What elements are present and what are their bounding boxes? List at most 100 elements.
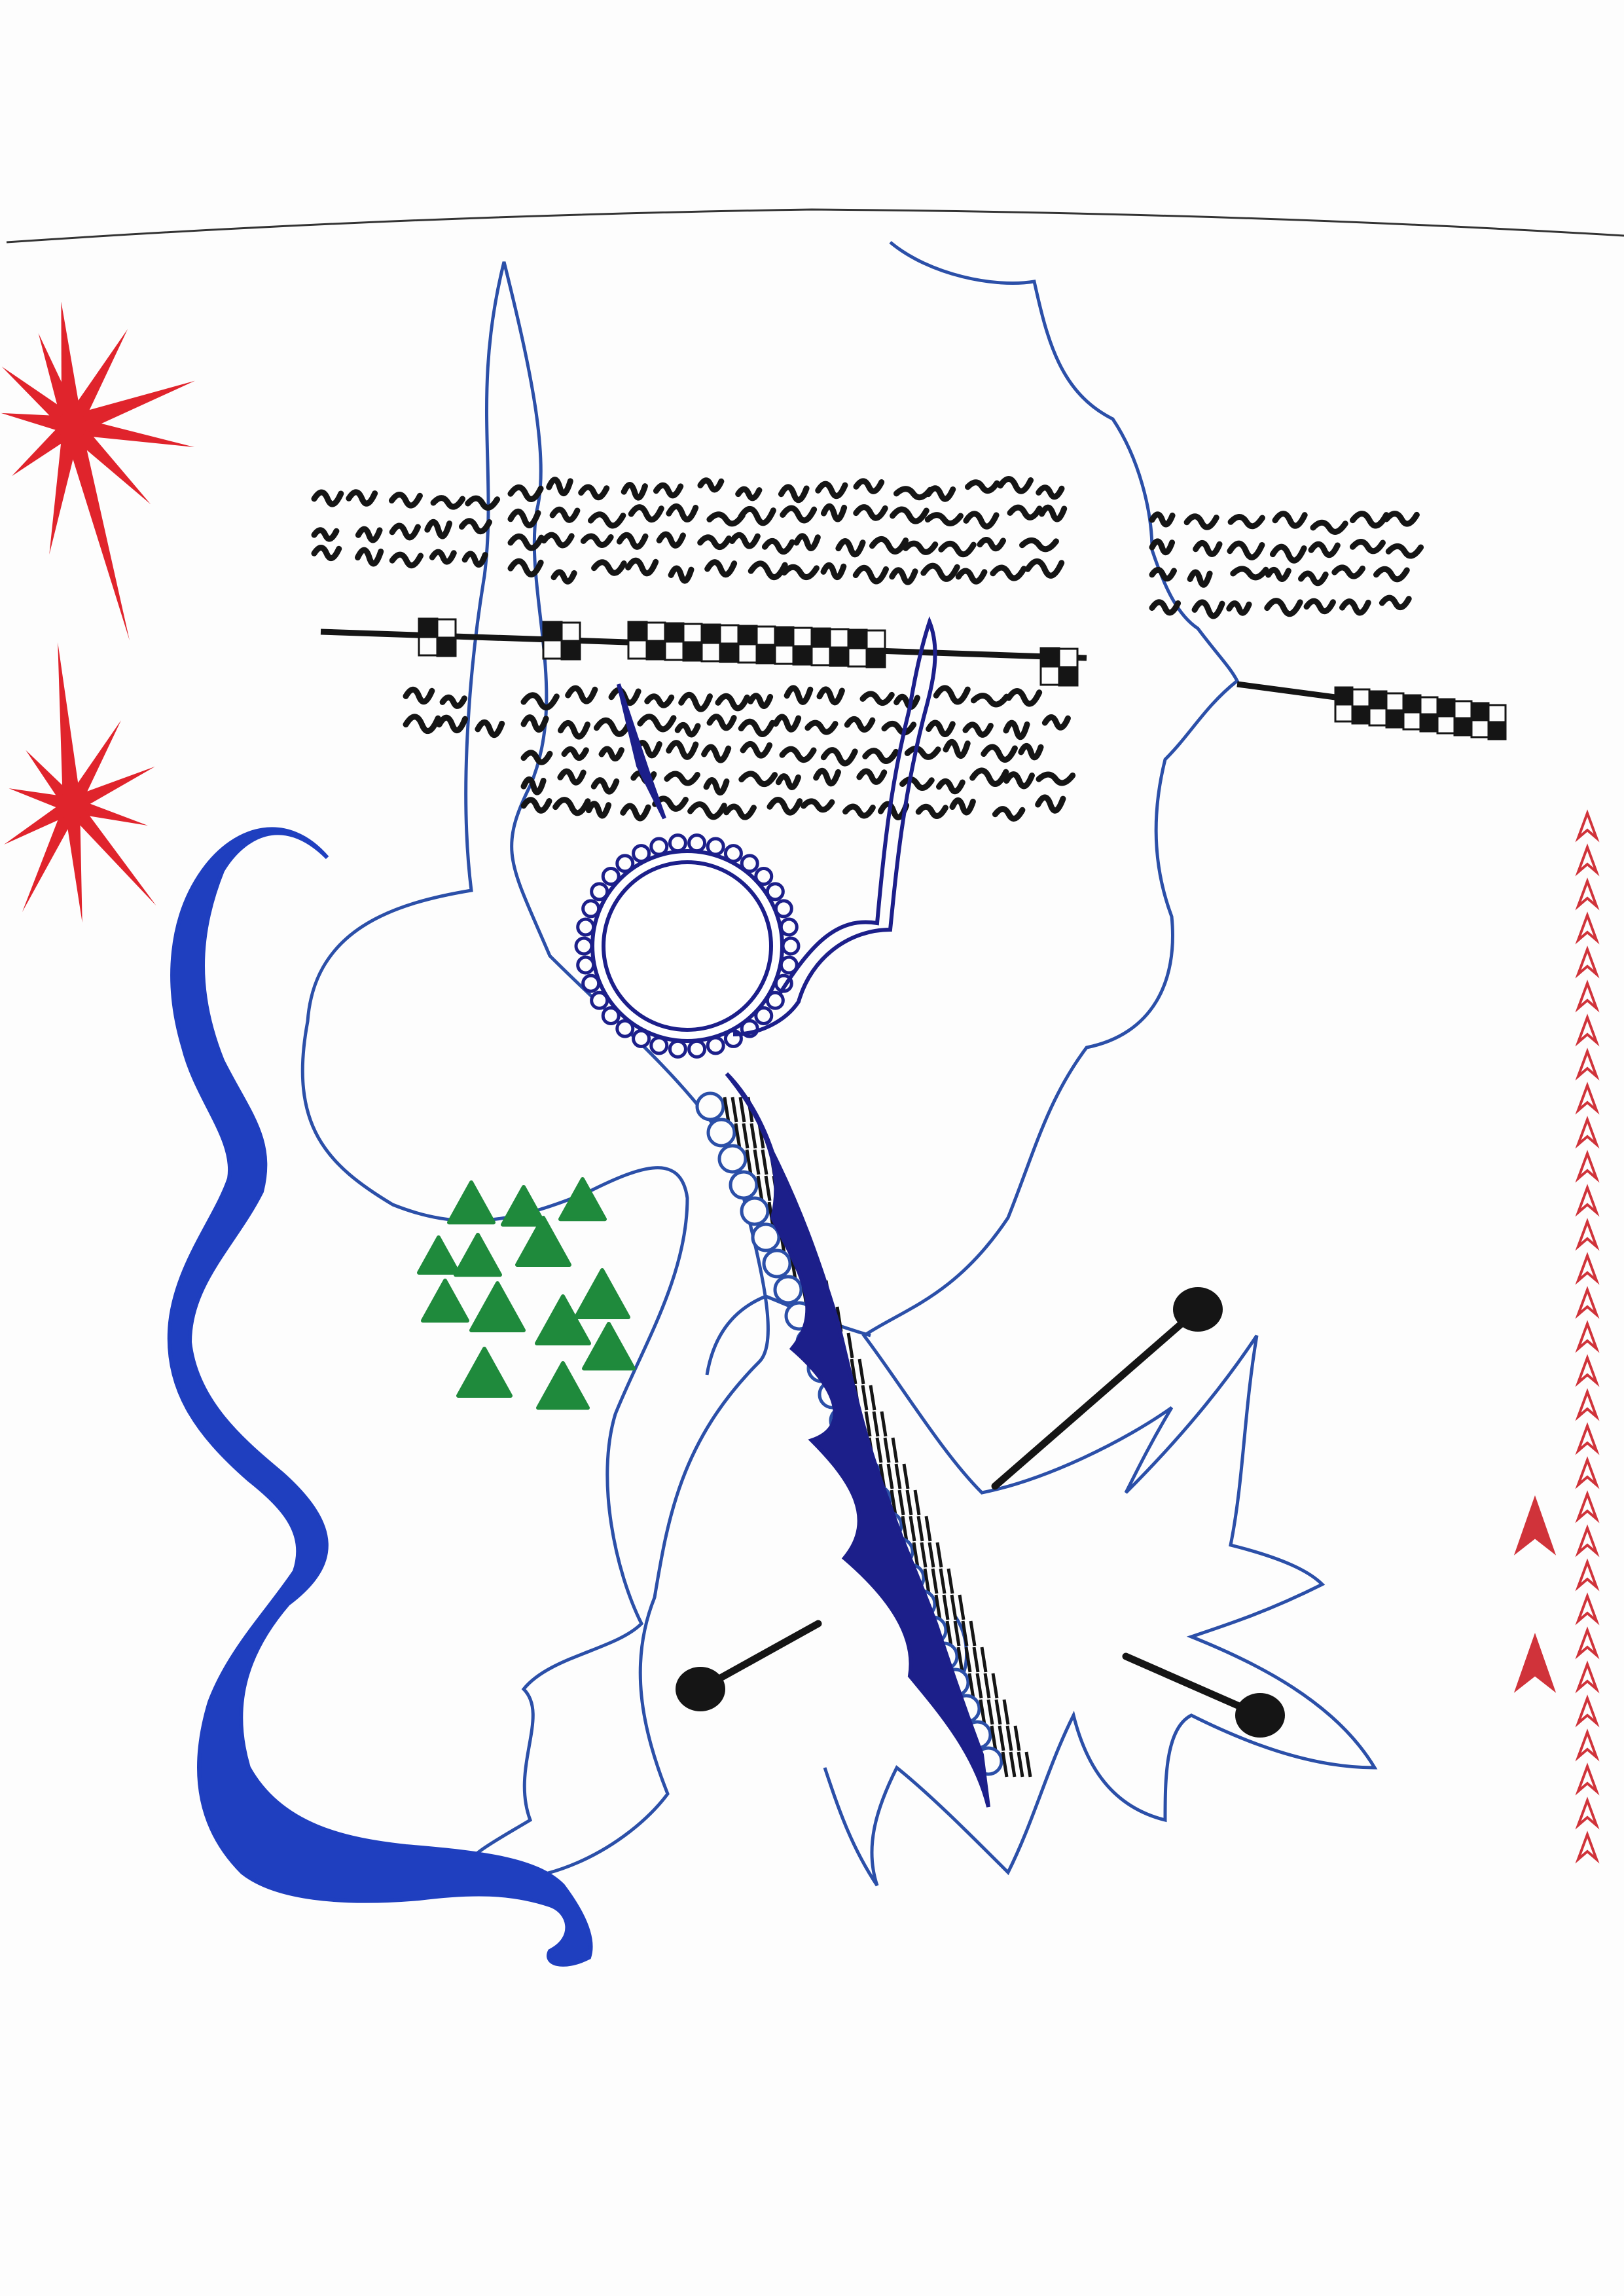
ladder-hatch: [923, 1568, 931, 1594]
script-mark: [587, 511, 626, 529]
script-mark: [507, 533, 545, 551]
leaf-icon: [574, 1268, 630, 1319]
script-mark: [969, 767, 1009, 787]
scallop: [781, 936, 801, 956]
script-mark: [844, 716, 876, 733]
script-mark: [621, 482, 648, 501]
checker-square: [847, 629, 868, 649]
scallop: [615, 1019, 635, 1038]
ladder-hatch: [1001, 1751, 1009, 1777]
pin-head: [1173, 1287, 1223, 1332]
ladder-hatch: [956, 1647, 964, 1673]
script-mark: [820, 503, 848, 522]
script-mark: [859, 691, 895, 706]
script-mark: [706, 714, 737, 731]
red-star-icon: [4, 642, 156, 923]
script-mark: [697, 534, 732, 550]
ladder-bead: [762, 1248, 792, 1279]
ladder-hatch: [749, 1123, 757, 1149]
script-mark: [963, 511, 1000, 530]
script-mark: [1303, 598, 1336, 615]
script-mark: [520, 692, 560, 711]
script-mark: [1298, 570, 1329, 587]
chevron-icon: [1575, 1524, 1600, 1558]
script-mark: [852, 564, 889, 585]
ladder-hatch: [950, 1594, 958, 1620]
chevron-icon: [1575, 1116, 1600, 1149]
script-mark: [1383, 511, 1420, 527]
script-mark: [1269, 543, 1307, 564]
chevron-icon: [1575, 1286, 1600, 1319]
ladder-hatch: [880, 1411, 888, 1437]
chevron-icon: [1575, 1660, 1600, 1694]
script-mark: [520, 776, 547, 795]
scallop: [668, 1039, 687, 1059]
script-mark: [1187, 569, 1213, 588]
checker-square: [560, 621, 581, 642]
ladder-bead: [706, 1118, 736, 1148]
leaf-icon: [447, 1180, 496, 1225]
chevron-icon: [1575, 809, 1600, 843]
ladder-hatch: [986, 1699, 994, 1725]
leaf-icon: [558, 1177, 607, 1222]
ladder-hatch: [935, 1542, 943, 1568]
script-mark: [1230, 566, 1269, 581]
script-mark: [1024, 558, 1065, 579]
checker-square: [737, 625, 758, 646]
ladder-hatch: [846, 1332, 854, 1358]
chevron-icon: [1575, 1592, 1600, 1626]
script-mark: [997, 476, 1034, 494]
script-mark: [704, 559, 738, 578]
checker-chain: [320, 617, 1507, 740]
script-mark: [992, 806, 1026, 822]
script-mark: [1019, 537, 1059, 553]
chevron-icon: [1575, 1796, 1600, 1830]
script-mark: [781, 564, 820, 581]
checker-square: [645, 640, 666, 661]
ladder-hatch: [972, 1647, 980, 1673]
star-core: [58, 791, 86, 820]
scallop: [779, 917, 799, 937]
chevron-icon: [1575, 1218, 1600, 1251]
script-mark: [403, 686, 435, 705]
script-mark: [620, 803, 651, 822]
script-mark: [853, 504, 888, 521]
script-mark: [990, 564, 1027, 581]
ladder-hatch: [994, 1699, 1002, 1725]
checker-square: [1334, 703, 1354, 723]
scallop: [754, 1006, 774, 1025]
script-mark: [1373, 566, 1410, 583]
script-mark: [1036, 771, 1076, 786]
script-mark: [678, 691, 713, 712]
script-mark: [1308, 541, 1341, 558]
ladder-hatch: [980, 1647, 988, 1673]
script-mark: [561, 746, 589, 761]
blue-wave: [167, 827, 593, 1967]
checker-square: [560, 640, 581, 661]
checker-square: [755, 644, 776, 665]
script-mark: [943, 738, 971, 759]
ladder-hatch: [928, 1542, 935, 1568]
script-mark: [801, 798, 835, 813]
checker-square: [1453, 700, 1473, 720]
script-mark: [578, 484, 610, 501]
ladder-hatch: [934, 1594, 942, 1620]
script-mark: [903, 540, 939, 555]
script-mark: [772, 714, 802, 733]
star-ray: [70, 416, 195, 447]
leaf-icon: [454, 1233, 502, 1277]
script-mark: [644, 693, 675, 708]
script-mark: [389, 551, 424, 569]
script-mark: [899, 776, 935, 791]
chevron-icon: [1575, 1490, 1600, 1523]
star-ray: [58, 642, 81, 807]
script-mark: [1003, 771, 1035, 790]
script-mark: [389, 522, 421, 541]
ladder-hatch: [891, 1437, 899, 1463]
checker-square: [645, 621, 666, 642]
scallop: [574, 936, 594, 956]
ladder-hatch: [998, 1725, 1005, 1751]
star-ray: [1, 367, 78, 433]
ring-icon: [574, 833, 801, 1059]
script-mark: [925, 485, 956, 502]
